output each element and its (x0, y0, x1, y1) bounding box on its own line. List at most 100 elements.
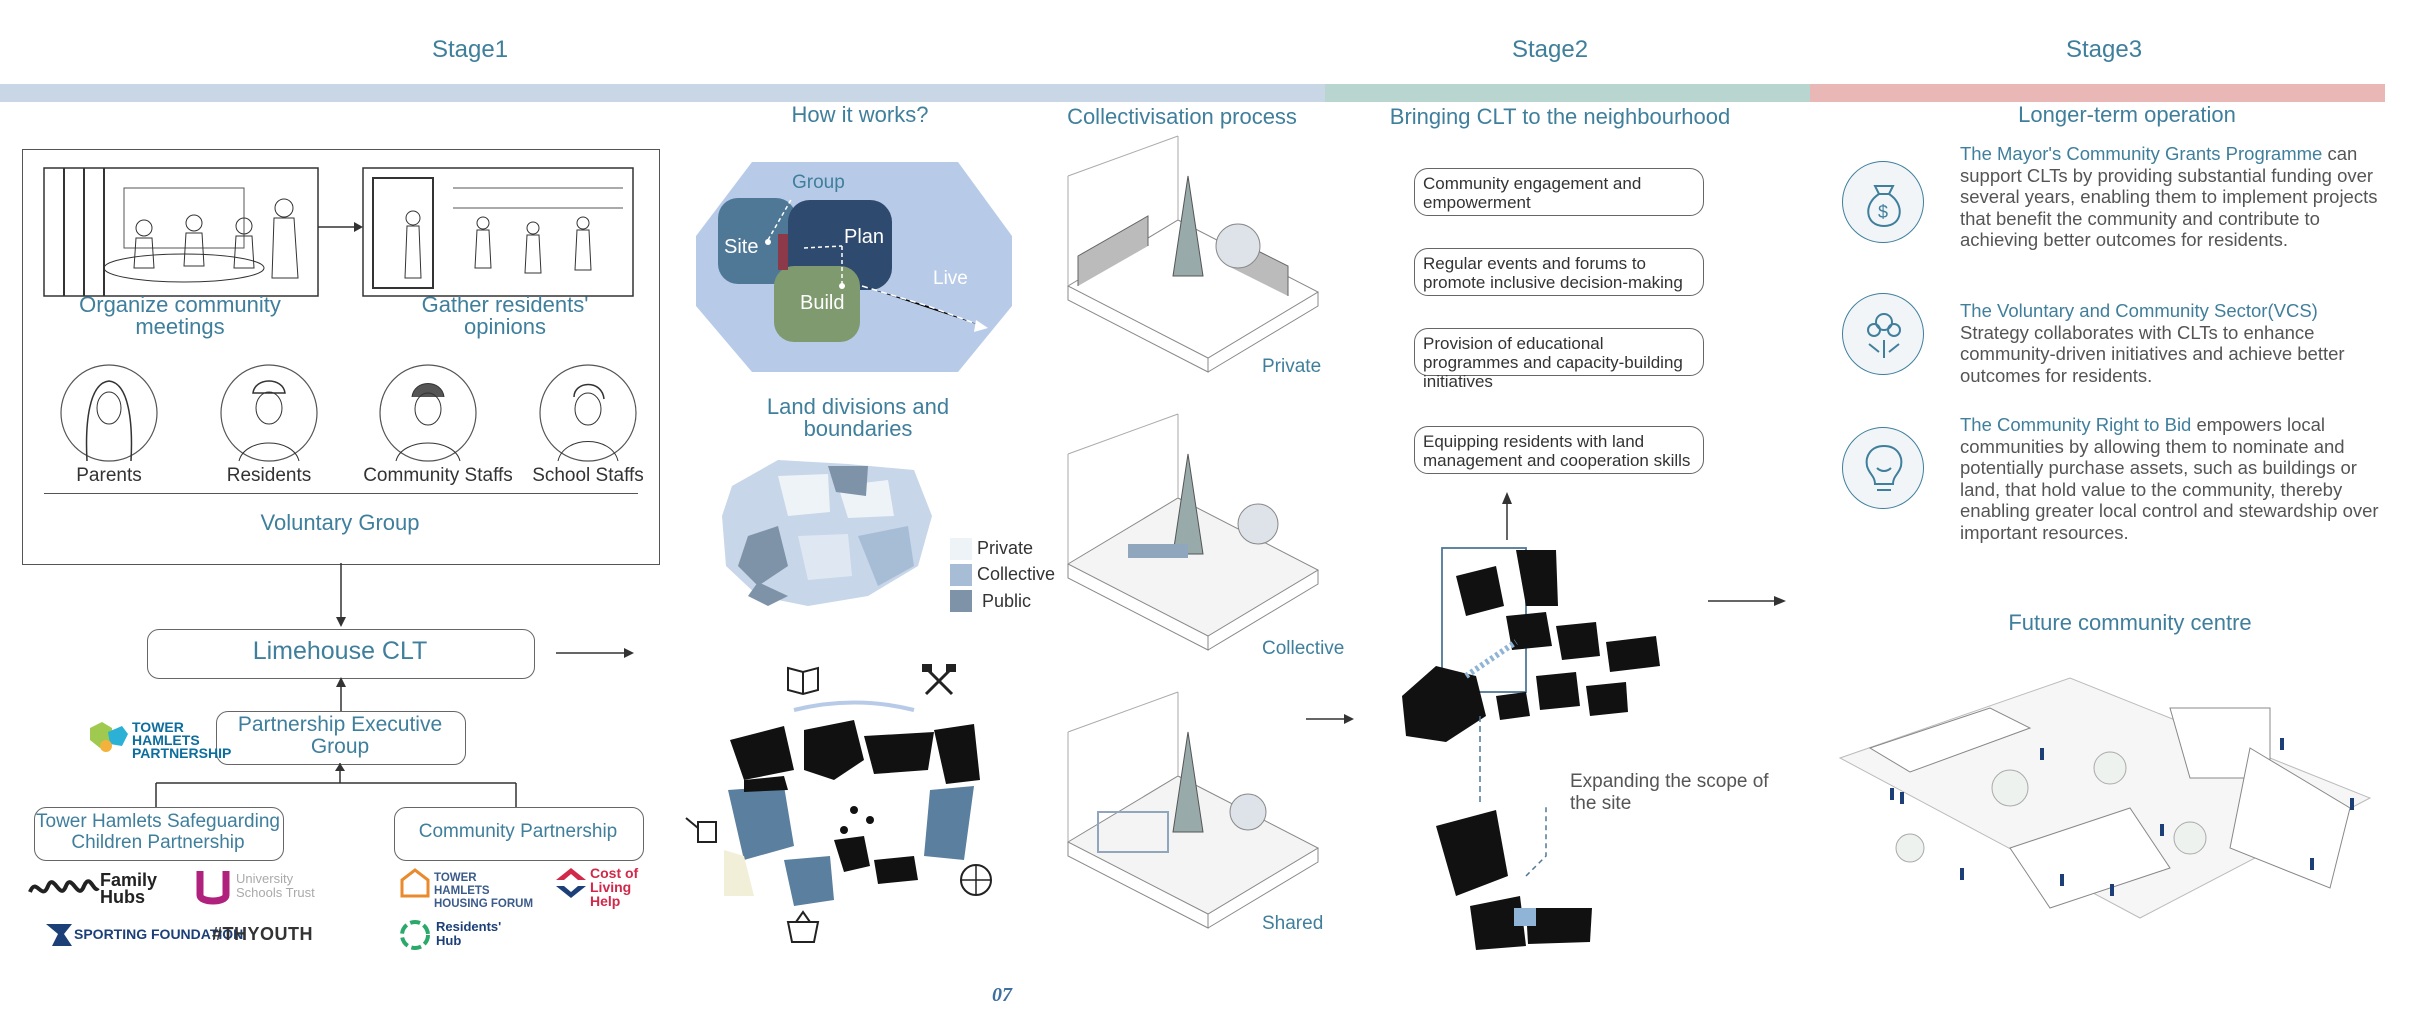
vcs-strategy-text: The Voluntary and Community Sector(VCS) … (1960, 300, 2345, 386)
how-label-site: Site (724, 236, 759, 258)
divider (44, 493, 638, 494)
residents-portrait (220, 364, 318, 462)
figure-ground-map (724, 700, 980, 906)
panel-label-private: Private (1262, 356, 1322, 377)
community-partnership-box (394, 807, 644, 861)
person-label-school-staffs: School Staffs (532, 465, 644, 486)
sporting-foundation-logo: SPORTING FOUNDATION (74, 926, 244, 942)
partnership-executive-label: Partnership Executive Group (237, 713, 443, 758)
tools-icon (922, 664, 956, 696)
cost-of-living-logo-icon (556, 868, 586, 898)
family-hubs-logo-icon (28, 879, 100, 894)
future-community-centre-sketch (1838, 677, 2372, 919)
book-icon (787, 666, 819, 696)
university-schools-trust-logo: University Schools Trust (236, 871, 315, 900)
stage2-bar (1325, 84, 1810, 102)
land-divisions-map (722, 460, 932, 606)
step-land-management: Equipping residents with land management… (1414, 426, 1704, 474)
legend-public: Public (982, 591, 1032, 611)
arrow-right-icon (556, 648, 634, 658)
stage3-section-title: Longer-term operation (2018, 102, 2236, 127)
watering-can-icon (685, 817, 717, 843)
right-to-bid-highlight: The Community Right to Bid (1960, 414, 2192, 435)
person-label-residents: Residents (226, 465, 312, 486)
arrow-right-icon (1708, 596, 1786, 606)
gather-opinions-label: Gather residents' opinions (421, 292, 589, 339)
legend-swatch-collective (950, 564, 972, 586)
grants-programme-text: The Mayor's Community Grants Programme c… (1960, 143, 2378, 250)
land-divisions-title: Land divisions and boundaries (766, 394, 950, 441)
cost-of-living-logo: Cost of Living Help (590, 865, 639, 909)
collective-panel-sketch (1066, 413, 1320, 651)
arrow-down-icon (336, 563, 346, 627)
shopping-basket-icon (786, 910, 820, 943)
shared-panel-sketch (1066, 691, 1320, 929)
money-bag-icon: $ (1842, 161, 1924, 243)
community-partnership-label: Community Partnership (418, 821, 618, 842)
lightbulb-icon (1842, 427, 1924, 509)
school-staffs-portrait (539, 364, 637, 462)
sporting-foundation-logo-icon (46, 924, 72, 946)
expanding-scope-label: Expanding the scope of the site (1570, 771, 1769, 814)
tower-hamlets-partnership-logo-icon (90, 722, 128, 752)
step-community-engagement: Community engagement and empowerment (1414, 168, 1704, 216)
limehouse-clt-label: Limehouse CLT (252, 637, 428, 665)
panel-label-collective: Collective (1262, 638, 1345, 659)
stage2-section-title: Bringing CLT to the neighbourhood (1389, 104, 1731, 129)
stage3-bar (1810, 84, 2385, 102)
stage2-title: Stage2 (1512, 36, 1589, 63)
panel-label-shared: Shared (1262, 913, 1324, 934)
partnership-executive-box (216, 711, 466, 765)
community-network-icon (1842, 293, 1924, 375)
how-it-works-title: How it works? (791, 102, 929, 127)
step-regular-events: Regular events and forums to promote inc… (1414, 248, 1704, 296)
arrow-up-icon (336, 677, 346, 711)
parents-portrait (60, 364, 158, 462)
thyouth-logo: #THYOUTH (212, 924, 314, 944)
basketball-icon (960, 864, 992, 896)
arrow-right-icon (1306, 714, 1354, 724)
site-expansion-map (1402, 547, 1660, 950)
residents-hub-logo: Residents' Hub (436, 919, 502, 948)
gather-opinions-sketch (362, 167, 634, 297)
person-label-community-staffs: Community Staffs (363, 465, 513, 486)
how-label-plan: Plan (844, 226, 885, 248)
vcs-strategy-highlight: The Voluntary and Community Sector(VCS) (1960, 300, 2318, 321)
stage1-title: Stage1 (432, 36, 509, 63)
step-educational-programmes: Provision of educational programmes and … (1414, 328, 1704, 391)
housing-forum-logo-icon (400, 868, 430, 898)
right-to-bid-text: The Community Right to Bid empowers loca… (1960, 414, 2379, 543)
how-label-live: Live (933, 268, 968, 289)
legend-swatch-public (950, 590, 972, 612)
person-label-parents: Parents (76, 465, 142, 486)
limehouse-clt-box (147, 629, 535, 679)
page-number: 07 (992, 984, 1012, 1006)
grants-programme-highlight: The Mayor's Community Grants Programme (1960, 143, 2323, 164)
organize-meetings-label: Organize community meetings (79, 292, 281, 339)
private-panel-sketch (1066, 135, 1320, 373)
community-meeting-sketch (43, 167, 319, 297)
connector-lines (155, 763, 517, 807)
stage3-title: Stage3 (2066, 36, 2143, 63)
future-centre-title: Future community centre (2008, 610, 2252, 635)
voluntary-group-label: Voluntary Group (260, 510, 420, 535)
legend-collective: Collective (977, 564, 1056, 584)
legend-private: Private (977, 538, 1034, 558)
university-schools-trust-logo-icon (196, 871, 230, 905)
how-label-build: Build (800, 292, 845, 314)
arrow-right-icon (318, 222, 363, 232)
how-it-works-diagram (696, 162, 1012, 372)
stage1-bar (0, 84, 1325, 102)
housing-forum-logo: TOWER HAMLETS HOUSING FORUM (434, 872, 534, 910)
arrow-up-icon (1502, 492, 1512, 540)
safeguarding-box (34, 807, 284, 861)
tower-hamlets-partnership-logo: TOWER HAMLETS PARTNERSHIP (132, 719, 232, 761)
community-staffs-portrait (379, 364, 477, 462)
svg-text:$: $ (1878, 202, 1888, 222)
safeguarding-label: Tower Hamlets Safeguarding Children Part… (36, 811, 280, 853)
legend-swatch-private (950, 538, 972, 560)
residents-hub-logo-icon (400, 920, 430, 950)
how-label-group: Group (792, 172, 845, 193)
collectivisation-title: Collectivisation process (1067, 104, 1297, 129)
family-hubs-logo: Family Hubs (100, 870, 158, 907)
